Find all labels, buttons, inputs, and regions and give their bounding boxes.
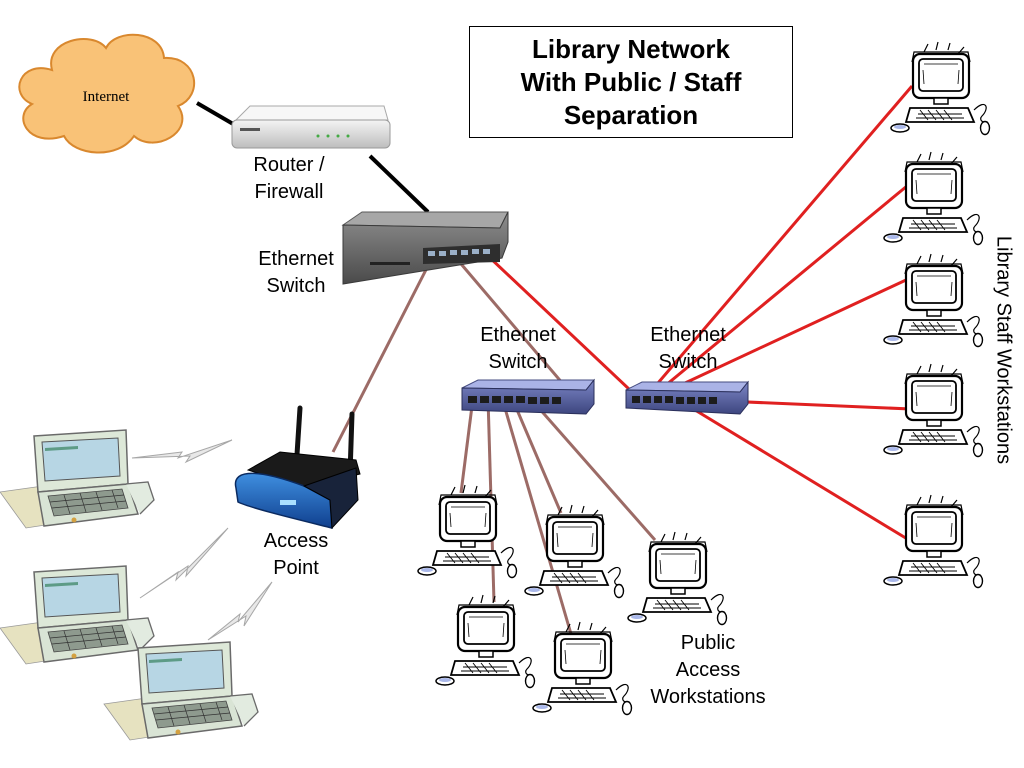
internet-label: Internet — [83, 89, 130, 105]
staff-links — [485, 85, 914, 542]
router-label-line-2: Firewall — [254, 181, 324, 203]
staff-pc-4 — [882, 362, 984, 458]
staff-pc-5 — [882, 493, 984, 589]
wireless-links — [131, 439, 273, 641]
main-switch-label-line-2: Switch — [266, 275, 326, 297]
public-links — [331, 257, 657, 635]
main-switch-label-line-1: Ethernet — [258, 248, 334, 270]
router-label-line-1: Router / — [253, 154, 325, 176]
staff-pc-2 — [882, 150, 984, 246]
staff-switch-device — [625, 380, 750, 415]
staff-switch-label-line-2: Switch — [658, 351, 718, 373]
title-line-2: With Public / Staff — [520, 66, 742, 97]
staff-pc-3 — [882, 252, 984, 348]
laptop-3 — [103, 641, 259, 741]
public-ws-label-line-2: Access — [675, 659, 741, 681]
router-device — [231, 105, 391, 149]
title-line-1: Library Network — [532, 33, 730, 64]
access-point-label-line-2: Point — [273, 557, 319, 579]
router-label: Router / Firewall — [234, 152, 344, 206]
public-switch-label: Ethernet Switch — [458, 322, 578, 376]
public-pc-4 — [434, 593, 536, 689]
staff-pc-1 — [889, 40, 991, 136]
public-pc-5 — [531, 620, 633, 716]
public-pc-3 — [626, 530, 728, 626]
staff-switch-label: Ethernet Switch — [628, 322, 748, 376]
public-switch-device — [461, 378, 596, 415]
router-switch-link — [368, 154, 430, 214]
main-switch-label: Ethernet Switch — [236, 246, 356, 300]
access-point-label: Access Point — [236, 528, 356, 582]
public-pc-1 — [416, 483, 518, 579]
public-ws-label-line-3: Workstations — [650, 686, 766, 708]
public-switch-label-line-1: Ethernet — [480, 324, 556, 346]
staff-switch-label-line-1: Ethernet — [650, 324, 726, 346]
staff-workstations — [882, 40, 991, 589]
title-line-3: Separation — [563, 99, 699, 130]
diagram-title-box: Library Network With Public / Staff Sepa… — [469, 26, 793, 138]
access-point-label-line-1: Access — [263, 530, 329, 552]
main-switch-device — [341, 211, 509, 285]
staff-workstations-label-text: Library Staff Workstations — [992, 235, 1015, 465]
laptop-1 — [0, 429, 155, 529]
public-pc-2 — [523, 503, 625, 599]
public-ws-label-line-1: Public — [680, 632, 736, 654]
access-point-device — [234, 405, 361, 530]
internet-cloud: Internet — [18, 33, 195, 154]
laptop-2 — [0, 565, 155, 665]
public-switch-label-line-2: Switch — [488, 351, 548, 373]
public-workstations-label: Public Access Workstations — [636, 630, 780, 711]
